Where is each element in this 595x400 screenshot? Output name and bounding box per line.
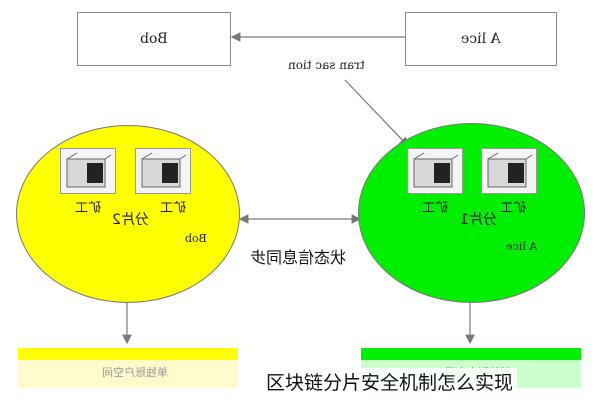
shard1-label: 分片1 xyxy=(460,212,497,228)
miner-icon xyxy=(135,148,191,194)
miner-label: 矿工 xyxy=(500,201,527,216)
transaction-label: tran sac tion xyxy=(288,58,365,72)
shard1-owner: A lice xyxy=(506,240,538,253)
caption: 区块链分片安全机制怎么实现 xyxy=(262,368,518,395)
miner-label: 矿工 xyxy=(422,201,449,216)
shard2-account-space: 单独账户空间 xyxy=(18,348,238,388)
miner-label: 矿工 xyxy=(75,201,102,216)
shard2-label: 分片2 xyxy=(112,212,149,228)
shard2-owner: Bob xyxy=(185,232,207,245)
miner-icon xyxy=(481,148,537,194)
bob-box-label: Bob xyxy=(140,31,168,47)
arrow-transaction-to-shard1 xyxy=(344,79,409,147)
alice-box-label: A lice xyxy=(461,31,501,47)
miner-icon xyxy=(407,148,463,194)
alice-box: A lice xyxy=(405,12,557,66)
bob-box: Bob xyxy=(77,12,231,66)
shard2-ellipse xyxy=(16,125,240,303)
shard1-ellipse xyxy=(358,123,585,303)
miner-label: 矿工 xyxy=(160,201,187,216)
sync-label: 状态信息同步 xyxy=(250,248,347,267)
miner-icon xyxy=(60,148,116,194)
account-space-label: 单独账户空间 xyxy=(102,366,168,379)
